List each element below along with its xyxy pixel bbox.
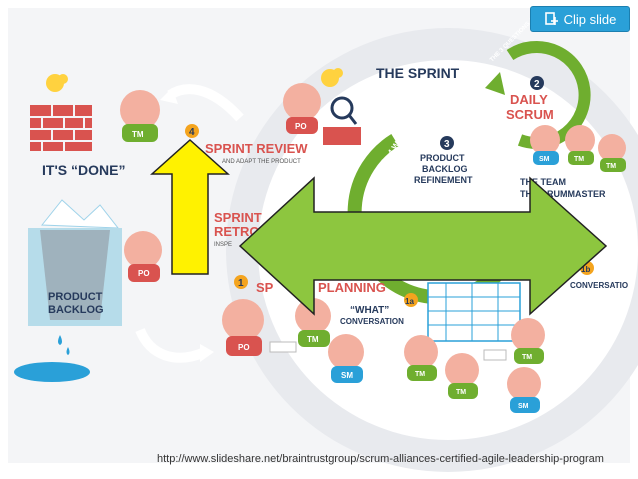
daily-scrum-line1: DAILY (510, 92, 548, 107)
sprint-backlog-board (427, 282, 521, 342)
chick-top (321, 68, 343, 87)
small-bricks (323, 127, 361, 145)
magnifier-icon (330, 96, 358, 125)
pig-tm-planning: TM (295, 298, 331, 347)
sprint-review-sub: AND ADAPT THE PRODUCT (222, 159, 301, 165)
svg-text:TM: TM (132, 130, 144, 139)
what-number: 1a (405, 297, 414, 306)
planning-number: 1 (238, 278, 244, 289)
svg-text:TM: TM (574, 156, 584, 163)
pig-sm-planning: SM (328, 334, 364, 383)
brick-wall (30, 105, 92, 151)
water-puddle (14, 362, 90, 382)
pig-tm-team-2: TM (445, 353, 479, 399)
svg-text:SM: SM (539, 156, 550, 163)
source-url[interactable]: http://www.slideshare.net/braintrustgrou… (157, 453, 604, 465)
done-label: IT'S “DONE” (42, 162, 125, 178)
what-label: “WHAT” (350, 305, 389, 316)
pig-po-backlog: PO (124, 231, 162, 282)
svg-text:PO: PO (138, 269, 150, 278)
pig-tm-team-3: TM (511, 318, 545, 364)
daily-scrum-line2: SCRUM (506, 107, 554, 122)
retro-sub: INSPE (214, 242, 232, 248)
pig-sm-team: SM (507, 367, 541, 413)
svg-text:SM: SM (341, 371, 353, 380)
pig-po-planning: PO (222, 299, 264, 356)
green-double-arrow (238, 176, 608, 316)
conversation-right-label: CONVERSATIO (570, 281, 628, 290)
svg-text:TM: TM (606, 163, 616, 170)
sprint-review-title: SPRINT REVIEW (205, 141, 308, 156)
chick-left (46, 74, 68, 92)
team-line1: THE TEAM (520, 177, 566, 187)
pig-tm-daily-1: TM (565, 125, 595, 165)
conversation-right-number: 1b (581, 265, 590, 274)
what-sub: CONVERSATION (340, 317, 404, 326)
svg-text:TM: TM (456, 389, 466, 396)
clip-slide-button[interactable]: Clip slide (530, 6, 630, 32)
iceberg-product-backlog (28, 199, 122, 326)
svg-text:PO: PO (238, 343, 250, 352)
refinement-number: 3 (444, 139, 450, 150)
product-backlog-line2: BACKLOG (48, 304, 104, 316)
svg-text:TM: TM (522, 354, 532, 361)
pig-po-review: PO (283, 83, 321, 134)
sprint-review-number: 4 (189, 127, 195, 138)
retro-line2: RETRO (214, 224, 260, 239)
pig-sm-daily: SM (530, 125, 560, 165)
retro-line1: SPRINT (214, 210, 262, 225)
pig-tm-done: TM (120, 90, 160, 142)
planning-title: SP (256, 280, 274, 295)
daily-scrum-number: 2 (534, 79, 540, 90)
planning-title2: PLANNING (318, 280, 386, 295)
product-backlog-line1: PRODUCT (48, 291, 103, 303)
pig-tm-team-1: TM (404, 335, 438, 381)
svg-text:PO: PO (295, 122, 307, 131)
refinement-line3: REFINEMENT (414, 175, 473, 185)
refinement-line1: PRODUCT (420, 153, 465, 163)
team-line2: TH SCRUMMASTER (520, 189, 606, 199)
refinement-line2: BACKLOG (422, 164, 468, 174)
flow-arrow-top (167, 84, 244, 122)
svg-text:TM: TM (307, 335, 319, 344)
pig-tm-daily-2: TM (598, 134, 626, 172)
clip-icon (544, 12, 558, 25)
clip-slide-label: Clip slide (563, 11, 617, 27)
svg-text:TM: TM (415, 371, 425, 378)
flow-arrow-bottom (135, 327, 207, 363)
task-blocks (269, 341, 297, 353)
svg-text:SM: SM (518, 403, 529, 410)
yellow-up-arrow (150, 138, 230, 275)
sprint-title: THE SPRINT (376, 65, 460, 81)
